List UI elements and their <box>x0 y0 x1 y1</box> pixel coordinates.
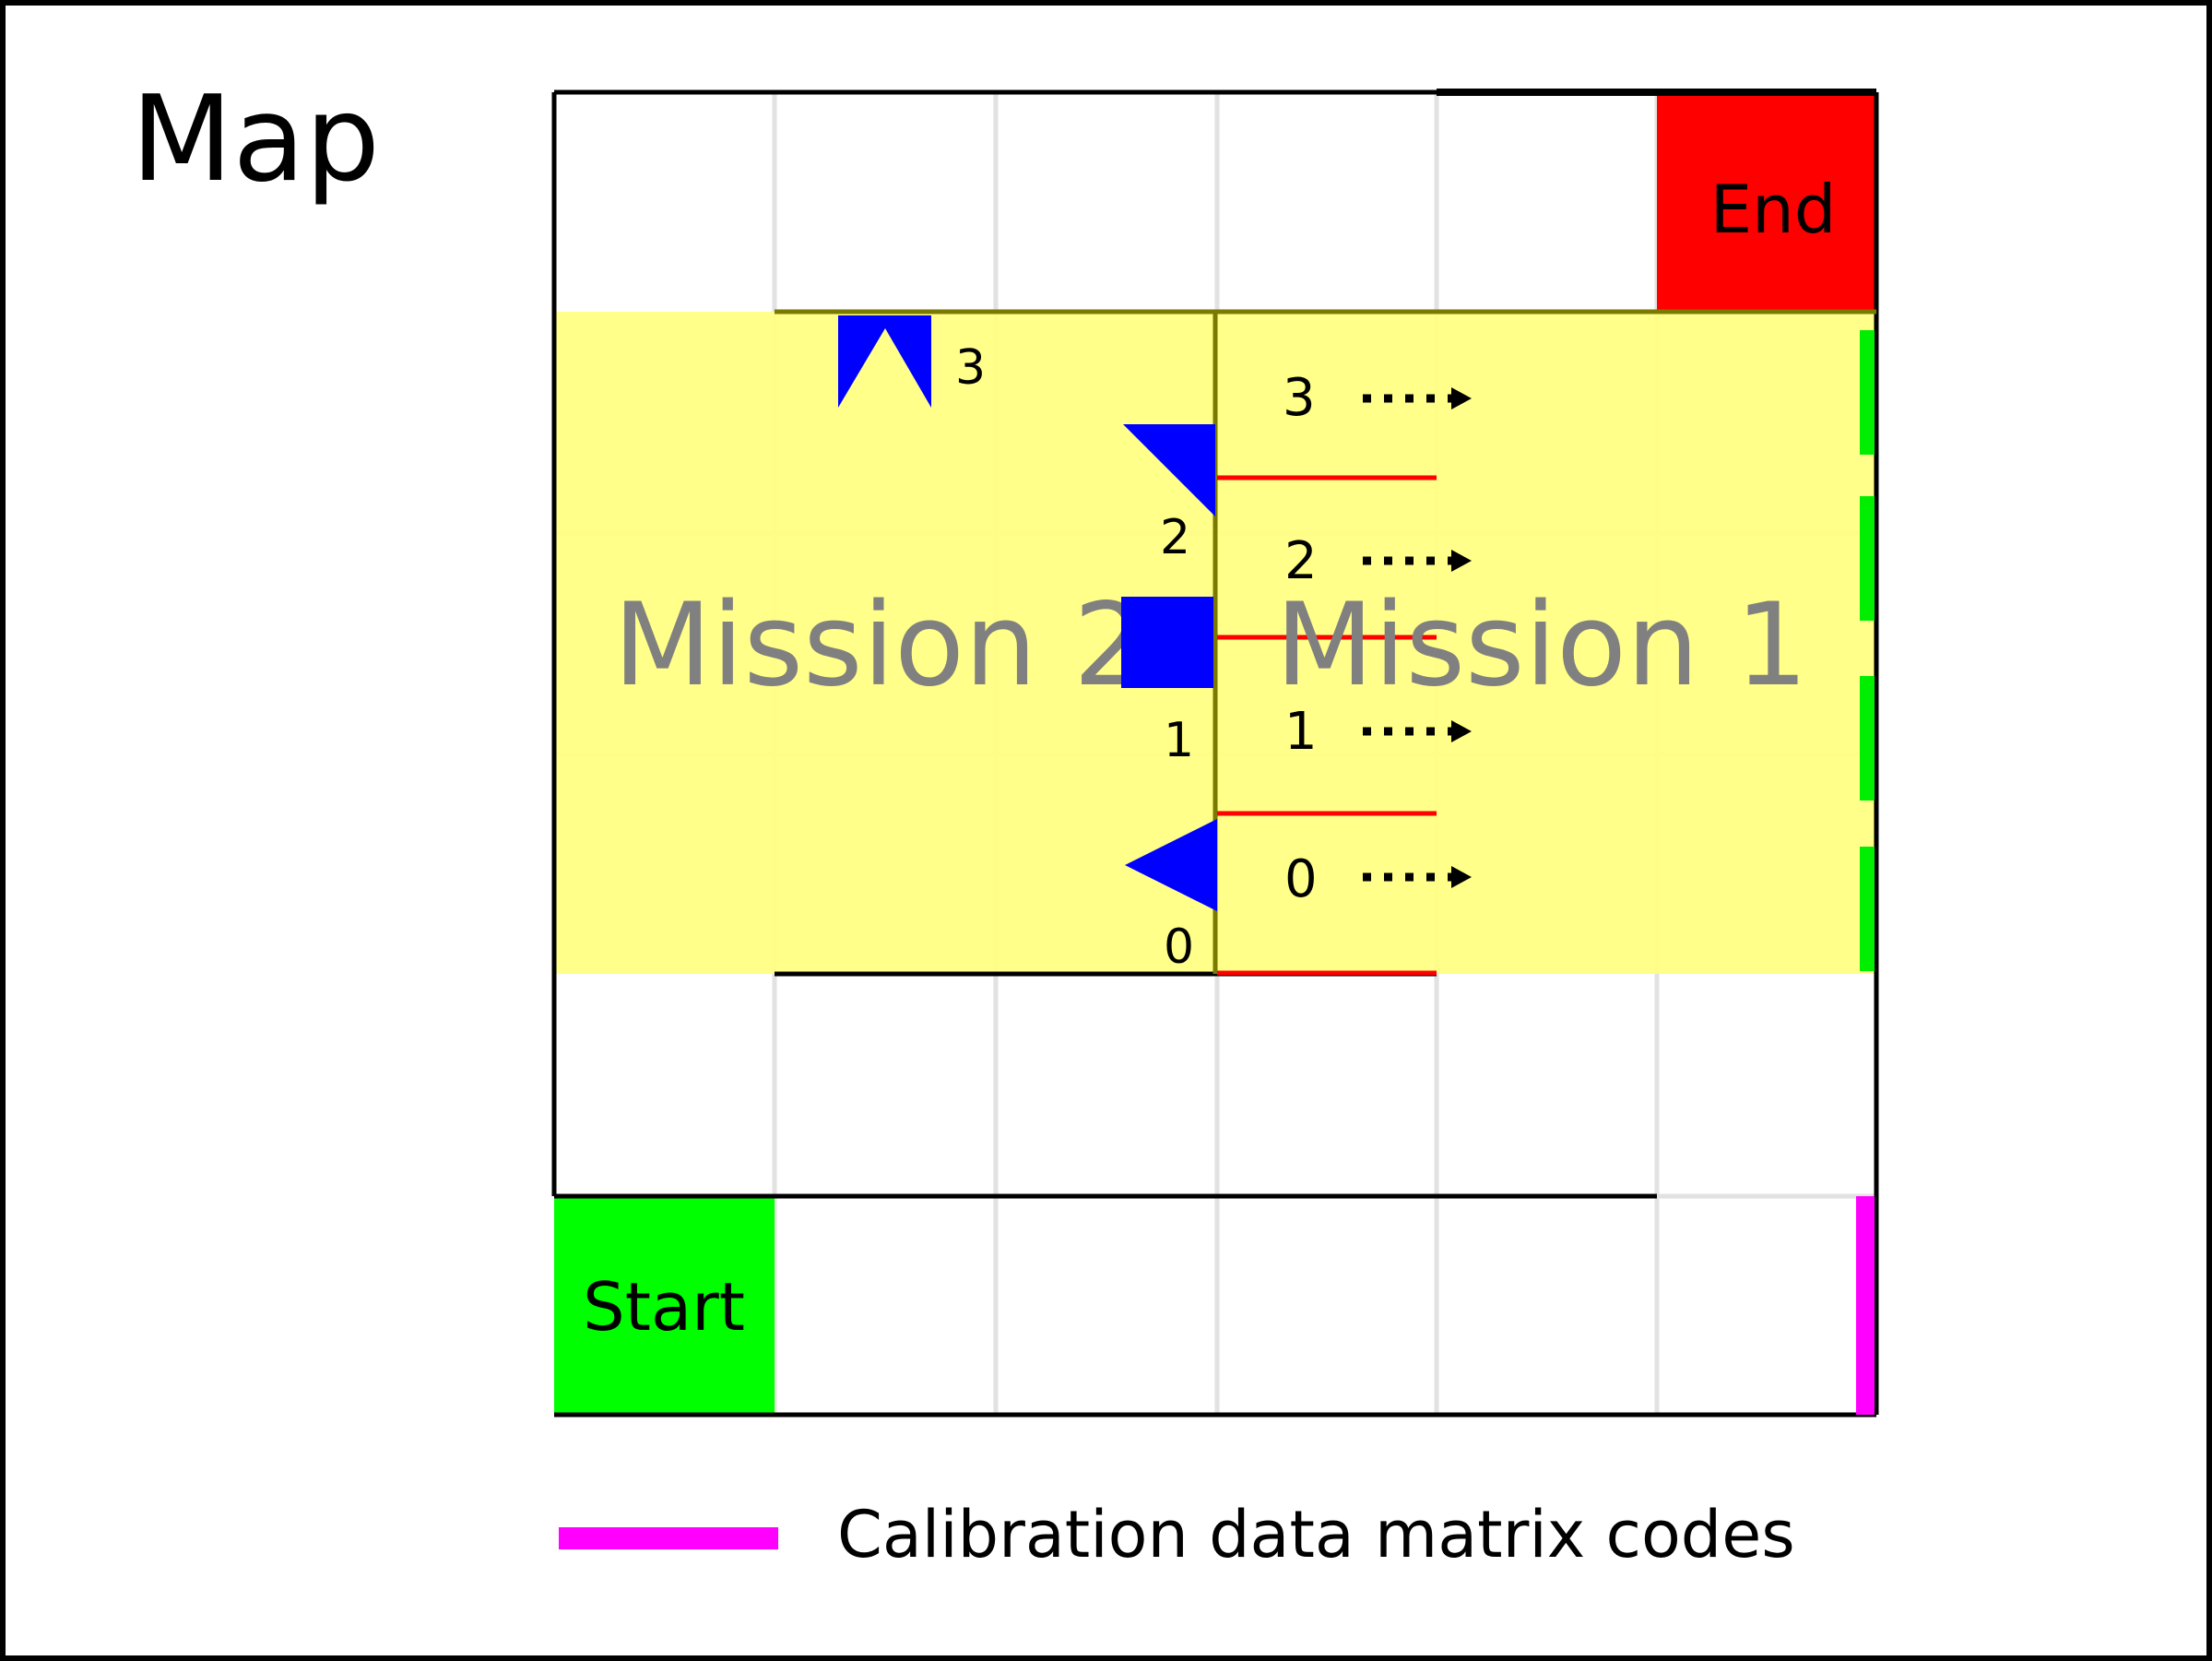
legend-swatch <box>559 1527 778 1549</box>
marker-1-icon <box>1121 597 1213 688</box>
mission-2-marker-2: 2 <box>1160 510 1190 565</box>
mission-2-marker-3: 3 <box>955 340 986 396</box>
mission-1-label: Mission 1 <box>1275 579 1808 712</box>
start-cell <box>554 1196 775 1415</box>
legend-label: Calibration data matrix codes <box>837 1497 1795 1572</box>
mission-2-marker-1: 1 <box>1164 713 1194 768</box>
dotted-arrow-icon <box>1363 720 1472 742</box>
end-cell <box>1657 94 1876 312</box>
mission-2-label: Mission 2 <box>613 579 1146 712</box>
mission-1-lane-3: 3 <box>1283 368 1316 428</box>
dotted-arrow-icon <box>1363 550 1472 572</box>
mission-1-lane-1: 1 <box>1284 702 1318 762</box>
lane-lines <box>1217 475 1437 976</box>
map-title: Map <box>131 71 380 208</box>
marker-3-icon <box>838 315 931 408</box>
marker-2-icon <box>1123 424 1215 516</box>
dotted-arrow-icon <box>1363 387 1472 409</box>
mission-2-marker-0: 0 <box>1164 919 1194 975</box>
marker-0-icon <box>1125 819 1217 911</box>
green-markers <box>1860 330 1875 971</box>
end-label: End <box>1710 171 1837 248</box>
calibration-code-marker <box>1856 1196 1875 1415</box>
mission-1-lane-0: 0 <box>1284 849 1318 909</box>
start-label: Start <box>583 1268 745 1346</box>
mission-1-lane-2: 2 <box>1284 531 1318 591</box>
dotted-arrow-icon <box>1363 866 1472 888</box>
